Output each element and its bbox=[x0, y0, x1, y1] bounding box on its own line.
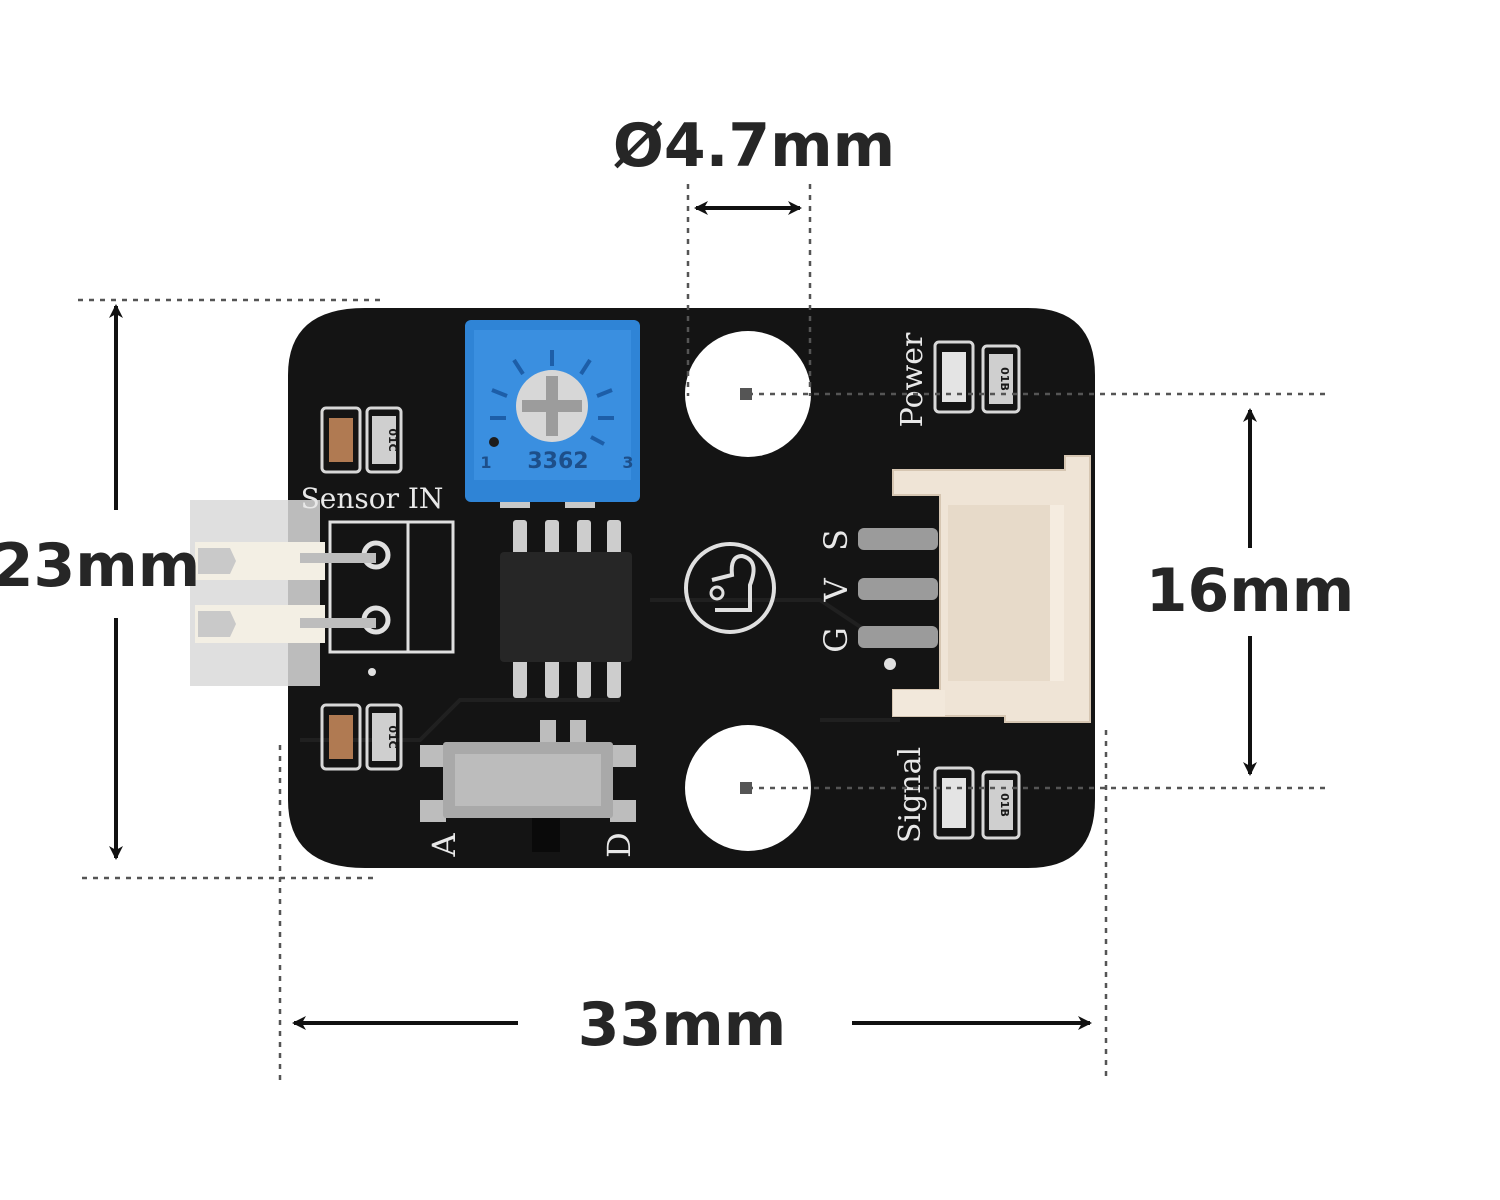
pin-g-label: G bbox=[817, 627, 855, 653]
smd-code-bottom-left: 01C bbox=[386, 725, 399, 748]
sensor-in-terminal bbox=[328, 520, 455, 676]
hole-spacing-label: 16mm bbox=[1146, 556, 1355, 626]
smd-group-top-left: 01C bbox=[320, 406, 403, 474]
hole-center-top bbox=[740, 388, 752, 400]
pot-pin1-label: 1 bbox=[480, 453, 491, 472]
pin-s-label: S bbox=[817, 529, 855, 551]
width-label: 33mm bbox=[578, 990, 787, 1060]
sensor-in-label: Sensor IN bbox=[301, 482, 444, 515]
dimension-guides bbox=[78, 184, 1330, 1082]
pot-pin3-label: 3 bbox=[622, 453, 633, 472]
pot-model-label: 3362 bbox=[527, 449, 588, 474]
hole-diameter-label: Ø4.7mm bbox=[613, 111, 895, 181]
switch-a-label: A bbox=[425, 833, 463, 858]
potentiometer: 3362 1 3 bbox=[465, 320, 640, 508]
signal-label: Signal bbox=[893, 747, 928, 843]
smd-code-power: 01B bbox=[998, 367, 1011, 391]
smd-code-signal: 01B bbox=[998, 793, 1011, 817]
smd-group-bottom-left: 01C bbox=[320, 703, 403, 771]
ic-chip bbox=[500, 520, 632, 698]
power-label: Power bbox=[895, 332, 930, 427]
pin-v-label: V bbox=[817, 578, 855, 603]
sensor-probe-leads bbox=[190, 500, 376, 686]
switch-d-label: D bbox=[600, 832, 638, 858]
smd-code-top-left: 01C bbox=[386, 428, 399, 451]
logo-mark bbox=[684, 542, 776, 634]
slide-switch bbox=[420, 720, 636, 852]
hole-center-bottom bbox=[740, 782, 752, 794]
gvs-connector bbox=[858, 455, 1091, 723]
height-label: 23mm bbox=[0, 531, 200, 601]
